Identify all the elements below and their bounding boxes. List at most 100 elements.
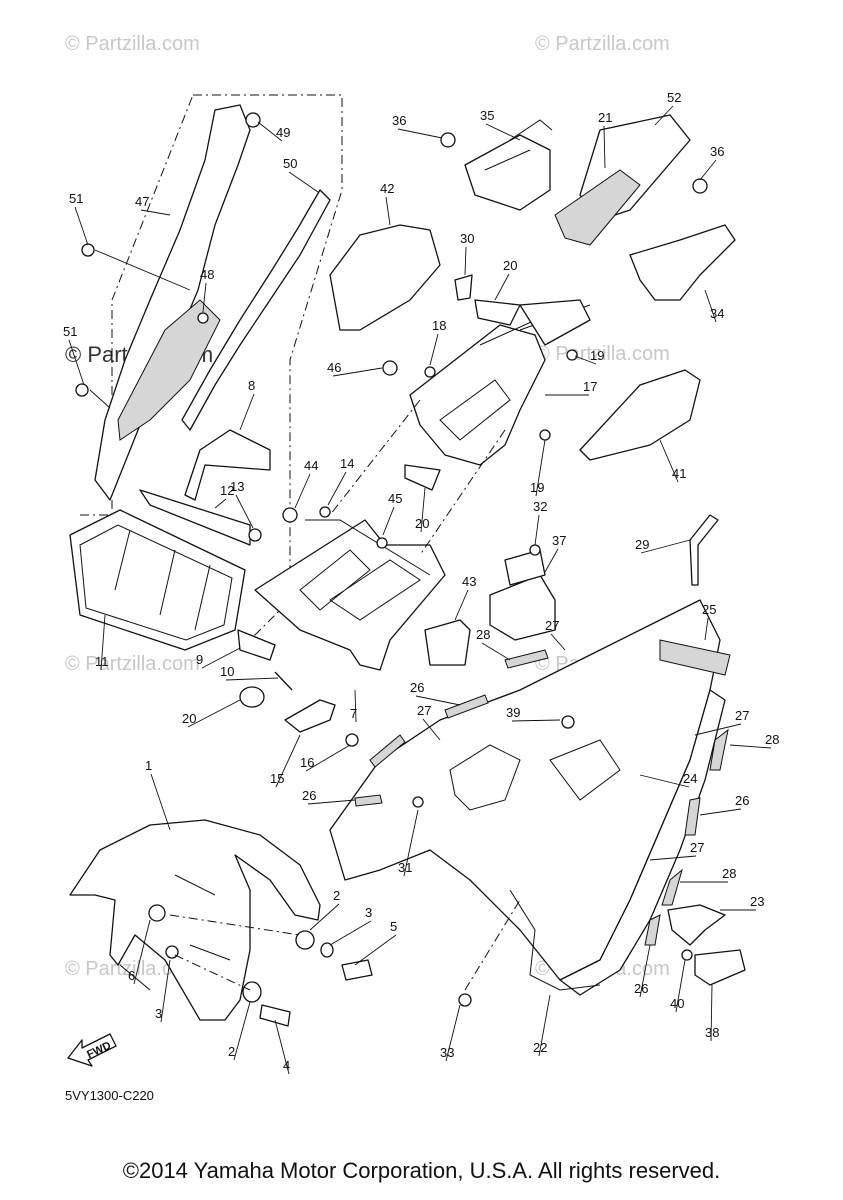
strip-26d — [644, 914, 661, 946]
callout-leader — [327, 471, 347, 506]
callout-number: 36 — [710, 144, 724, 159]
callout-number: 14 — [340, 456, 354, 471]
callout-leader — [133, 919, 151, 985]
callout-number: 28 — [765, 732, 779, 747]
callout-leader — [354, 689, 357, 723]
callout-leader — [494, 273, 510, 301]
callout-number: 37 — [552, 533, 566, 548]
callout-number: 20 — [415, 516, 429, 531]
stay-7-detail — [299, 519, 431, 621]
callout-leader — [329, 920, 372, 946]
callout-leader — [694, 723, 742, 736]
watermark: © Partzilla.com — [65, 958, 200, 980]
callout-leader — [420, 487, 426, 533]
callout-number: 48 — [200, 267, 214, 282]
callout-leader — [403, 809, 419, 877]
callout-leader — [535, 439, 546, 497]
callout-leader — [68, 339, 85, 386]
bolt-36a — [440, 132, 456, 148]
band-29 — [689, 514, 719, 586]
callout-number: 35 — [480, 108, 494, 123]
callout-leader — [74, 206, 89, 246]
bracket-34 — [629, 224, 736, 301]
callout-number: 49 — [276, 125, 290, 140]
callout-number: 26 — [634, 981, 648, 996]
callout-leader — [454, 589, 469, 621]
callout-leader — [445, 1004, 461, 1062]
callout-leader — [225, 677, 279, 681]
fwd-label: FWD — [85, 1040, 113, 1061]
callout-leader — [654, 105, 674, 126]
callout-number: 33 — [440, 1045, 454, 1060]
strip-28a — [504, 649, 549, 669]
cover-41 — [579, 369, 701, 461]
callout-number: 21 — [598, 110, 612, 125]
callout-leader — [382, 506, 395, 536]
wire-22 — [509, 889, 601, 991]
callout-leader — [675, 959, 686, 1013]
callout-number: 40 — [670, 996, 684, 1011]
callout-leader — [729, 744, 772, 749]
grommet-18 — [424, 366, 436, 378]
callout-leader — [274, 1019, 290, 1075]
nut-19a — [566, 349, 578, 361]
callout-number: 26 — [735, 793, 749, 808]
copyright-notice: ©2014 Yamaha Motor Corporation, U.S.A. A… — [122, 1158, 721, 1183]
grommet-20c — [239, 686, 265, 708]
callout-leader — [481, 642, 511, 661]
callout-number: 3 — [155, 1006, 162, 1021]
callout-number: 29 — [635, 537, 649, 552]
strip-26a — [444, 694, 489, 719]
callout-number: 24 — [683, 771, 697, 786]
callout-number: 15 — [270, 771, 284, 786]
callout-number: 10 — [220, 664, 234, 679]
callout-leader — [140, 209, 171, 216]
callout-number: 19 — [530, 480, 544, 495]
callout-number: 16 — [300, 755, 314, 770]
callout-number: 20 — [182, 711, 196, 726]
callout-leader — [202, 282, 207, 313]
fastener-33 — [458, 993, 472, 1007]
plate-15 — [284, 699, 336, 733]
nut-14 — [319, 506, 331, 518]
callout-leader — [429, 333, 439, 366]
bracket-35 — [464, 134, 551, 211]
bolt-13 — [248, 528, 262, 542]
callout-number: 19 — [590, 348, 604, 363]
collar-2b — [242, 981, 262, 1003]
callout-number: 43 — [462, 574, 476, 589]
callout-leader — [288, 171, 319, 193]
fwd-arrow-icon — [67, 1033, 117, 1067]
callout-number: 2 — [228, 1044, 235, 1059]
front-fender-1-detail — [119, 874, 231, 991]
callout-leader — [704, 617, 709, 641]
callout-number: 5 — [390, 919, 397, 934]
callout-number: 3 — [365, 905, 372, 920]
callout-leader — [160, 959, 171, 1023]
callout-leader — [639, 944, 651, 998]
bolt-51b — [75, 383, 89, 397]
bolt-16 — [345, 733, 359, 747]
washer-3b — [165, 945, 179, 959]
grommet-40 — [681, 949, 693, 961]
callout-leader — [235, 494, 254, 529]
callout-number: 4 — [283, 1058, 290, 1073]
callout-number: 27 — [417, 703, 431, 718]
callout-leader — [239, 393, 255, 431]
strip-25 — [659, 639, 731, 676]
callout-number: 51 — [63, 324, 77, 339]
callout-leader — [397, 128, 443, 139]
callout-number: 7 — [350, 706, 357, 721]
callout-number: 22 — [533, 1040, 547, 1055]
fastener-31 — [412, 796, 424, 808]
callout-leader — [309, 903, 340, 931]
bolt-51a — [81, 243, 95, 257]
callout-number: 32 — [533, 499, 547, 514]
duct-plate-12 — [139, 489, 251, 546]
bolt-36b — [692, 178, 708, 194]
callout-leader — [294, 473, 311, 509]
collar-2a — [295, 930, 315, 950]
callout-number: 25 — [702, 602, 716, 617]
